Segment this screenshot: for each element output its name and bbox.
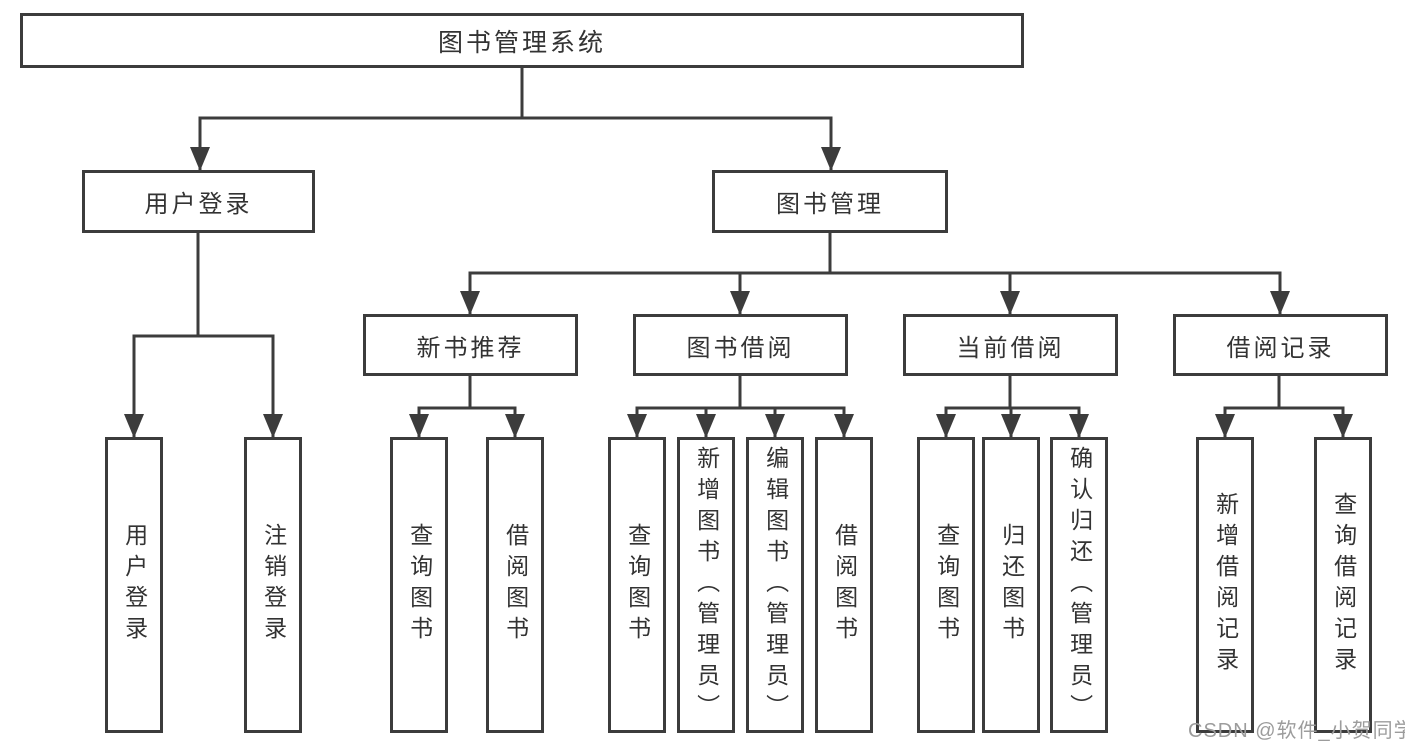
node-label: 用户登录 <box>144 191 253 218</box>
node-label: 新书推荐 <box>416 334 525 362</box>
node-user-login: 用户登录 <box>82 170 315 233</box>
csdn-watermark: CSDN @软件_小贺同学 <box>1188 720 1405 742</box>
node-label: 图书管理系统 <box>437 28 606 57</box>
node-leaf-add-books-admin: 新增图书（管理员） <box>677 437 735 733</box>
node-leaf-query-borrow-record: 查询借阅记录 <box>1314 437 1372 733</box>
node-leaf-edit-books-admin: 编辑图书（管理员） <box>746 437 804 733</box>
node-label: 注销登录 <box>260 523 287 647</box>
node-label: 查询图书 <box>406 523 433 647</box>
node-label: 用户登录 <box>121 523 148 647</box>
node-borrowing-records: 借阅记录 <box>1173 314 1388 376</box>
node-leaf-query-books-2: 查询图书 <box>608 437 666 733</box>
node-label: 借阅图书 <box>502 523 529 647</box>
node-label: 编辑图书（管理员） <box>762 445 789 725</box>
node-label: 图书借阅 <box>686 334 795 362</box>
node-book-management: 图书管理 <box>712 170 948 233</box>
node-leaf-borrow-books-1: 借阅图书 <box>486 437 544 733</box>
node-label: 确认归还（管理员） <box>1066 445 1093 725</box>
node-leaf-return-books: 归还图书 <box>982 437 1040 733</box>
node-current-borrowing: 当前借阅 <box>903 314 1118 376</box>
node-leaf-logout: 注销登录 <box>244 437 302 733</box>
node-label: 借阅图书 <box>831 523 858 647</box>
node-leaf-add-borrow-record: 新增借阅记录 <box>1196 437 1254 733</box>
node-label: 图书管理 <box>776 191 884 218</box>
node-new-book-recommendation: 新书推荐 <box>363 314 578 376</box>
node-library-management-system: 图书管理系统 <box>20 13 1024 68</box>
node-leaf-query-books-3: 查询图书 <box>917 437 975 733</box>
node-label: 新增图书（管理员） <box>693 445 720 725</box>
node-label: 查询借阅记录 <box>1330 492 1357 678</box>
node-label: 归还图书 <box>998 523 1025 647</box>
node-book-borrowing: 图书借阅 <box>633 314 848 376</box>
node-leaf-borrow-books-2: 借阅图书 <box>815 437 873 733</box>
node-label: 借阅记录 <box>1226 334 1335 362</box>
node-leaf-confirm-return-admin: 确认归还（管理员） <box>1050 437 1108 733</box>
node-label: 查询图书 <box>624 523 651 647</box>
node-label: 新增借阅记录 <box>1212 492 1239 678</box>
node-label: 当前借阅 <box>956 334 1065 362</box>
node-leaf-query-books-1: 查询图书 <box>390 437 448 733</box>
node-leaf-user-login: 用户登录 <box>105 437 163 733</box>
node-label: 查询图书 <box>933 523 960 647</box>
